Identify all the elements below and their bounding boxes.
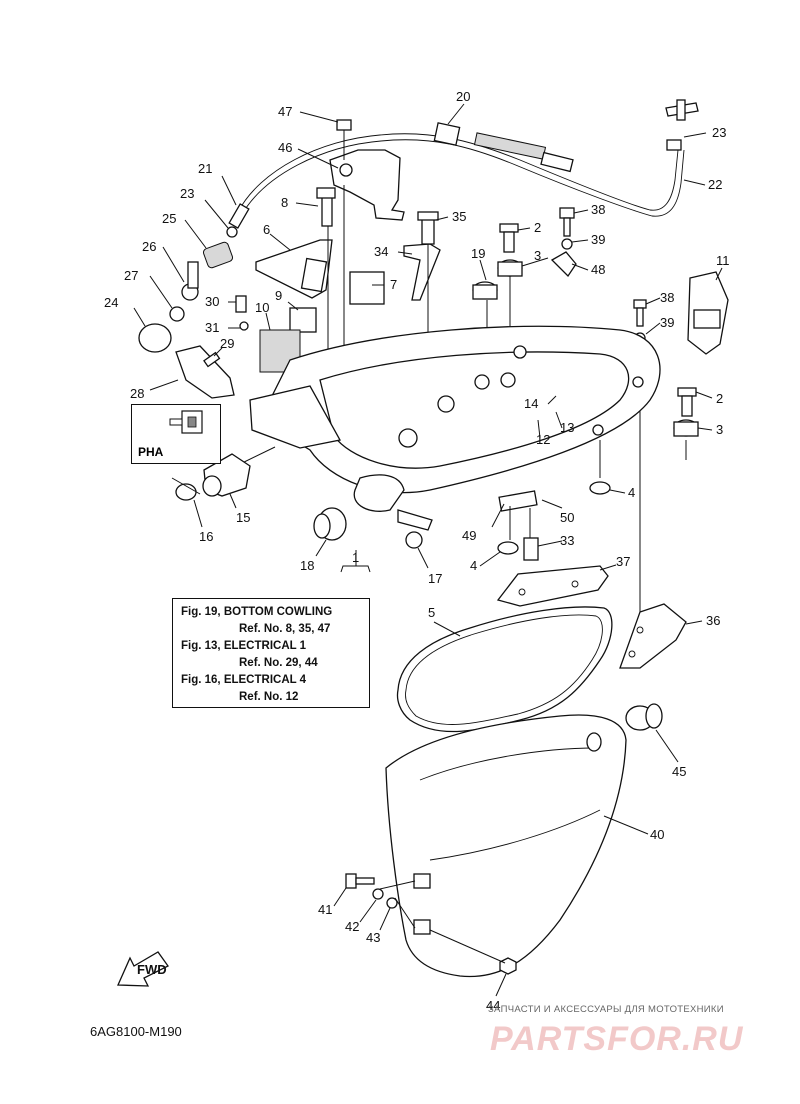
reference-line: Ref. No. 29, 44	[239, 657, 318, 669]
callout-label: 26	[142, 239, 156, 254]
callout-label: 5	[428, 605, 435, 620]
callout-label: 23	[712, 125, 726, 140]
callout-label: 42	[345, 919, 359, 934]
bottom-cowling-shell	[385, 703, 663, 978]
callout-label: 7	[390, 277, 397, 292]
callout-label: 17	[428, 571, 442, 586]
callout-label: 47	[278, 104, 292, 119]
callout-label: 3	[534, 248, 541, 263]
watermark-logo: PARTSFOR.RU	[490, 1020, 744, 1058]
callout-label: 8	[281, 195, 288, 210]
reference-line: Fig. 13, ELECTRICAL 1	[181, 640, 307, 652]
callout-label: 46	[278, 140, 292, 155]
callout-label: 11	[716, 253, 730, 268]
callout-label: 16	[199, 529, 213, 544]
callout-label: 2	[534, 220, 541, 235]
reference-line: Ref. No. 12	[239, 691, 299, 703]
callout-label: 35	[452, 209, 466, 224]
callout-label: 36	[706, 613, 720, 628]
callout-label: 38	[591, 202, 605, 217]
callout-label: 4	[470, 558, 477, 573]
bottom-cowling-frame	[249, 325, 661, 512]
callout-label: 4	[628, 485, 635, 500]
callout-label: 2	[716, 391, 723, 406]
callout-label: 12	[536, 432, 550, 447]
callout-label: 28	[130, 386, 144, 401]
callout-label: 34	[374, 244, 388, 259]
callout-label: 50	[560, 510, 574, 525]
callout-label: 33	[560, 533, 574, 548]
reference-line: Ref. No. 8, 35, 47	[239, 623, 331, 635]
callout-label: 6	[263, 222, 270, 237]
cable-assembly	[228, 99, 699, 229]
callout-label: 23	[180, 186, 194, 201]
fwd-label: FWD	[137, 962, 167, 977]
callout-label: 49	[462, 528, 476, 543]
callout-label: 3	[716, 422, 723, 437]
callout-label: 31	[205, 320, 219, 335]
callout-label: 15	[236, 510, 250, 525]
callout-label: 44	[486, 998, 500, 1013]
callout-label: 18	[300, 558, 314, 573]
callout-label: 30	[205, 294, 219, 309]
callout-labels: 47 20 23 22 46 21 23 8 35 25 6 2 38 39 3…	[104, 89, 730, 1013]
callout-label: 9	[275, 288, 282, 303]
callout-label: 25	[162, 211, 176, 226]
bracket-6	[235, 187, 441, 420]
callout-label: 37	[616, 554, 630, 569]
callout-label: 20	[456, 89, 470, 104]
callout-label: 41	[318, 902, 332, 917]
reference-line: Fig. 19, BOTTOM COWLING	[181, 606, 333, 618]
small-parts-right	[472, 207, 729, 620]
seals-lower-left	[171, 453, 611, 561]
callout-label: 21	[198, 161, 212, 176]
diagram-code: 6AG8100-M190	[90, 1024, 182, 1039]
callout-label: 43	[366, 930, 380, 945]
variant-inset-box: PHA	[131, 404, 221, 464]
callout-label: 38	[660, 290, 674, 305]
callout-label: 13	[560, 420, 574, 435]
callout-label: 45	[672, 764, 686, 779]
callout-label: 22	[708, 177, 722, 192]
callout-label: 27	[124, 268, 138, 283]
callout-label: 1	[352, 550, 359, 565]
callout-label: 39	[591, 232, 605, 247]
leader-lines	[133, 103, 723, 997]
fwd-arrow: FWD	[117, 951, 169, 987]
callout-label: 14	[524, 396, 538, 411]
callout-label: 39	[660, 315, 674, 330]
variant-label: PHA	[138, 445, 164, 459]
fasteners-41-44	[345, 873, 517, 975]
small-parts-left	[138, 226, 238, 399]
side-plates	[496, 565, 687, 669]
callout-label: 19	[471, 246, 485, 261]
reference-note-box: Fig. 19, BOTTOM COWLING Ref. No. 8, 35, …	[172, 598, 370, 708]
watermark-tagline: ЗАПЧАСТИ И АКСЕССУАРЫ ДЛЯ МОТОТЕХНИКИ	[488, 1004, 724, 1015]
callout-label: 10	[255, 300, 269, 315]
seal-5	[396, 606, 613, 733]
connector-icon	[169, 410, 203, 434]
callout-label: 40	[650, 827, 664, 842]
callout-label: 24	[104, 295, 118, 310]
reference-line: Fig. 16, ELECTRICAL 4	[181, 674, 307, 686]
callout-label: 48	[591, 262, 605, 277]
callout-label: 29	[220, 336, 234, 351]
